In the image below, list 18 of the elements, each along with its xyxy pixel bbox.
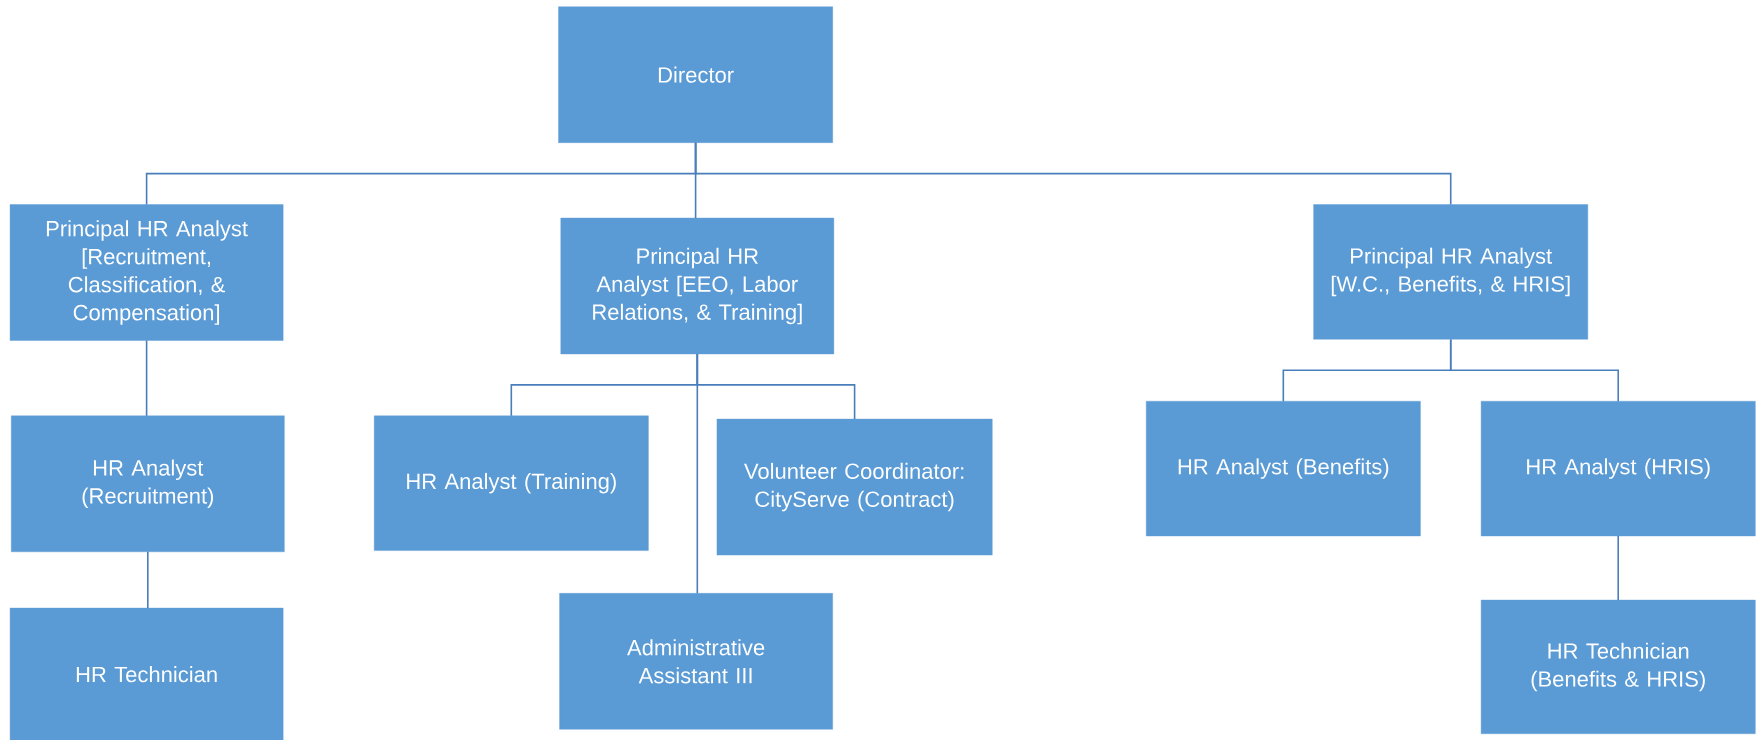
connector <box>145 339 148 417</box>
org-box: Volunteer Coordinator: CityServe (Contract) <box>716 418 993 556</box>
org-box: HR Technician <box>9 607 284 740</box>
org-box: Principal HR Analyst [W.C., Benefits, & HRIS] <box>1313 204 1588 340</box>
org-box: Director <box>558 6 833 143</box>
connector <box>694 141 1452 206</box>
org-box: HR Analyst (HRIS) <box>1480 401 1756 537</box>
org-box: HR Analyst (Recruitment) <box>11 415 285 552</box>
org-box: HR Technician (Benefits & HRIS) <box>1480 599 1756 734</box>
org-box: HR Analyst (Training) <box>374 415 649 551</box>
connector <box>1449 338 1619 402</box>
org-box: Principal HR Analyst [EEO, Labor Relations, & Training] <box>560 217 835 355</box>
connector <box>147 550 149 609</box>
connector <box>696 353 699 595</box>
org-box: HR Analyst (Benefits) <box>1146 401 1421 537</box>
connector <box>1617 535 1619 601</box>
org-box: Administrative Assistant III <box>559 593 833 730</box>
org-box: Principal HR Analyst [Recruitment, Classification, & Compensation] <box>9 204 284 341</box>
